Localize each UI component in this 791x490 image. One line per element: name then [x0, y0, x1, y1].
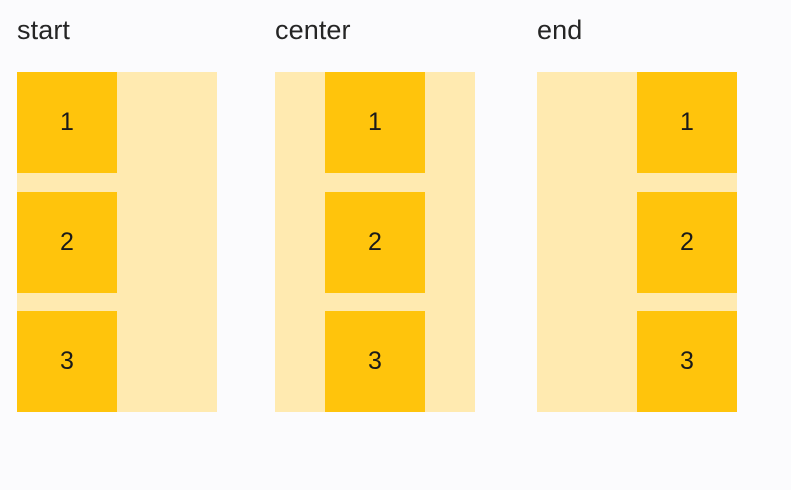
group-label-end: end: [537, 15, 583, 45]
item-number: 2: [680, 227, 694, 256]
item-number: 2: [60, 227, 74, 256]
item-number: 3: [368, 347, 382, 375]
flex-container-start: 1 2 3: [17, 72, 217, 412]
flex-item: 2: [325, 191, 425, 293]
group-label-start: start: [17, 15, 71, 45]
item-number: 1: [680, 108, 694, 136]
flex-item: 2: [17, 191, 117, 293]
item-number: 1: [60, 108, 74, 136]
item-number: 3: [680, 347, 694, 375]
flex-item: 2: [637, 191, 737, 293]
item-number: 3: [60, 347, 74, 375]
flex-item: 1: [637, 72, 737, 173]
flex-item: 3: [325, 311, 425, 412]
flex-container-end: 1 2 3: [537, 72, 737, 412]
flex-item: 1: [325, 72, 425, 173]
flex-item: 1: [17, 72, 117, 173]
group-label-center: center: [275, 15, 351, 45]
flex-item: 3: [637, 311, 737, 412]
flex-container-center: 1 2 3: [275, 72, 475, 412]
item-number: 1: [368, 108, 382, 136]
item-number: 2: [368, 227, 382, 256]
flex-item: 3: [17, 311, 117, 412]
